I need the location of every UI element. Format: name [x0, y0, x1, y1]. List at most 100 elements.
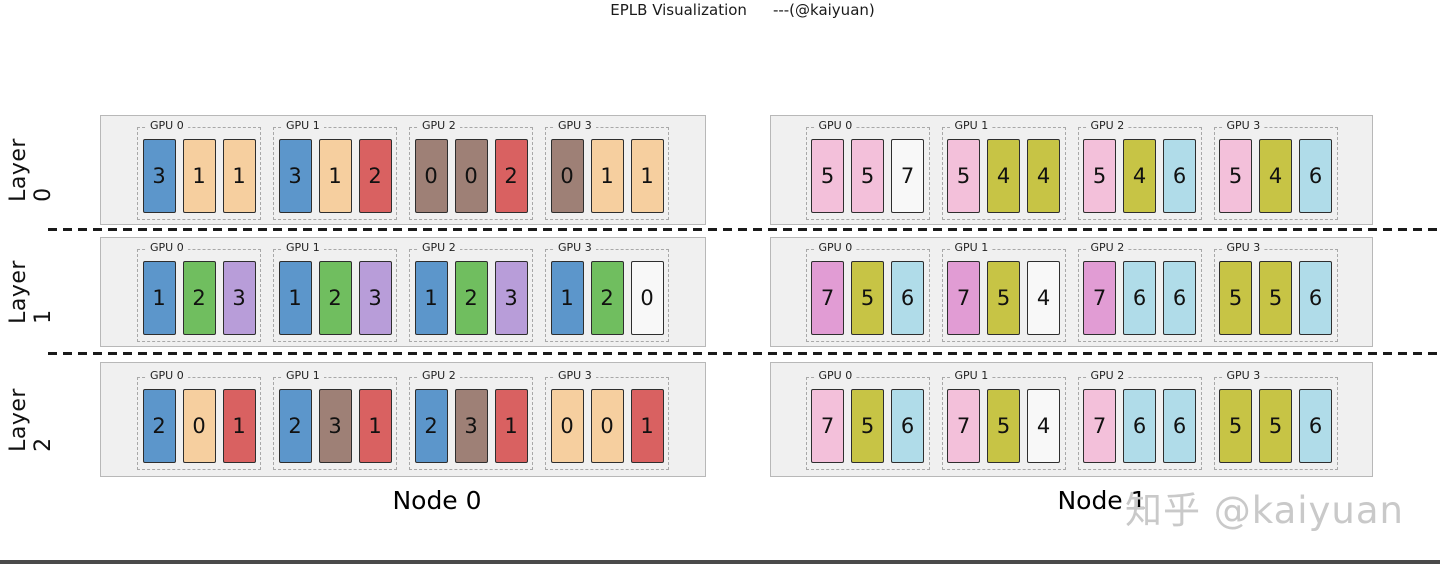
node-1-label: Node 1: [1057, 486, 1147, 515]
expert-cell: 6: [1123, 261, 1156, 335]
expert-cell: 1: [550, 261, 584, 335]
expert-cell: 6: [1163, 261, 1196, 335]
expert-cell: 7: [811, 388, 844, 463]
expert-cell: 1: [222, 388, 256, 463]
expert-cell: 0: [590, 388, 624, 463]
gpu-label: GPU 2: [418, 368, 460, 383]
expert-cell: 1: [142, 261, 176, 335]
gpu-label: GPU 3: [554, 368, 596, 383]
gpu-label: GPU 1: [950, 119, 993, 133]
expert-cell: 5: [851, 261, 884, 335]
expert-cell: 5: [987, 261, 1020, 335]
gpu-label: GPU 3: [1222, 119, 1265, 133]
gpu-label: GPU 1: [950, 368, 993, 383]
expert-cell: 1: [318, 139, 352, 213]
layer-2-label: Layer 2: [6, 387, 56, 452]
expert-cell: 6: [1299, 261, 1332, 335]
expert-cell: 6: [1123, 388, 1156, 463]
expert-cell: 4: [987, 139, 1020, 213]
gpu-label: GPU 3: [554, 119, 596, 133]
gpu-label: GPU 2: [418, 241, 460, 255]
expert-cell: 1: [222, 139, 256, 213]
gpu-label: GPU 1: [282, 241, 324, 255]
expert-cell: 3: [222, 261, 256, 335]
gpu-label: GPU 2: [1086, 368, 1129, 383]
expert-cell: 2: [358, 139, 392, 213]
expert-cell: 1: [414, 261, 448, 335]
layer-1-label: Layer 1: [6, 260, 56, 324]
expert-cell: 2: [182, 261, 216, 335]
expert-cell: 4: [1259, 139, 1292, 213]
expert-cell: 2: [318, 261, 352, 335]
expert-cell: 3: [454, 388, 488, 463]
expert-cell: 4: [1027, 261, 1060, 335]
expert-cell: 7: [891, 139, 924, 213]
expert-cell: 3: [494, 261, 528, 335]
expert-cell: 5: [851, 139, 884, 213]
expert-cell: 5: [947, 139, 980, 213]
expert-cell: 5: [1083, 139, 1116, 213]
gpu-label: GPU 0: [146, 119, 188, 133]
expert-cell: 0: [454, 139, 488, 213]
expert-cell: 7: [947, 261, 980, 335]
expert-cell: 2: [278, 388, 312, 463]
gpu-label: GPU 3: [1222, 368, 1265, 383]
expert-cell: 2: [142, 388, 176, 463]
expert-cell: 5: [1219, 388, 1252, 463]
gpu-label: GPU 1: [282, 368, 324, 383]
expert-cell: 5: [1259, 261, 1292, 335]
gpu-label: GPU 1: [282, 119, 324, 133]
gpu-label: GPU 0: [814, 119, 857, 133]
expert-cell: 4: [1027, 139, 1060, 213]
expert-cell: 0: [550, 139, 584, 213]
expert-cell: 3: [278, 139, 312, 213]
expert-cell: 6: [891, 388, 924, 463]
expert-cell: 5: [851, 388, 884, 463]
expert-cell: 0: [182, 388, 216, 463]
expert-cell: 2: [590, 261, 624, 335]
gpu-label: GPU 0: [146, 241, 188, 255]
layer-separator-0: [48, 228, 1440, 231]
gpu-label: GPU 0: [814, 241, 857, 255]
expert-cell: 5: [1219, 261, 1252, 335]
expert-cell: 5: [987, 388, 1020, 463]
layer-0-label: Layer 0: [6, 138, 56, 202]
gpu-label: GPU 3: [1222, 241, 1265, 255]
expert-cell: 1: [182, 139, 216, 213]
layer-separator-1: [48, 352, 1440, 355]
expert-cell: 2: [414, 388, 448, 463]
gpu-label: GPU 0: [814, 368, 857, 383]
